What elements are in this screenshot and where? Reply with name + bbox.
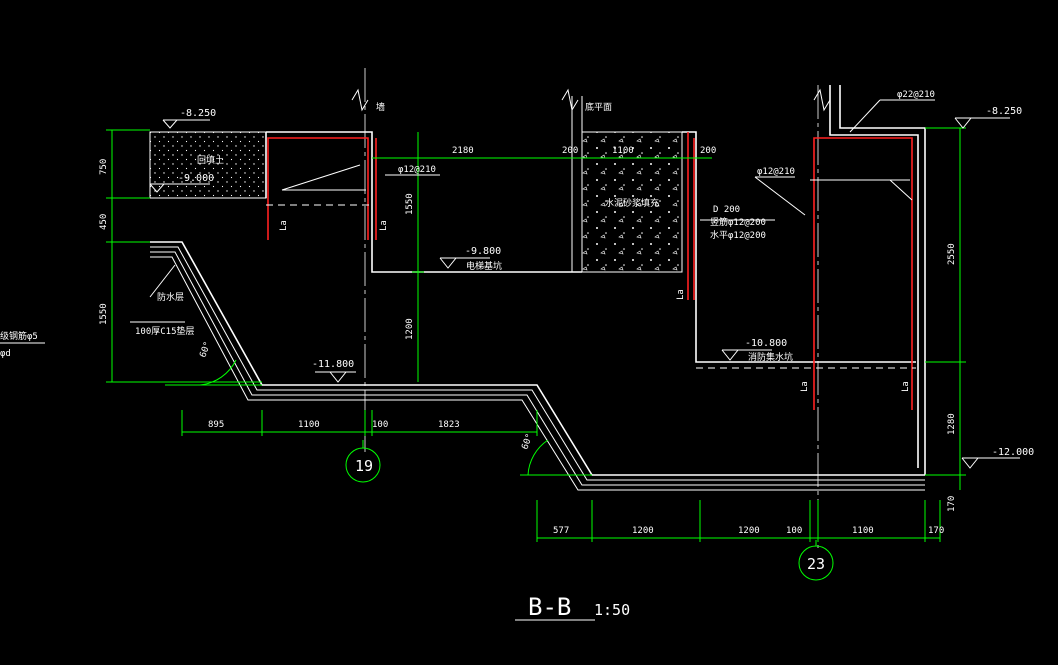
label-partial-left-1: 级钢筋φ5 bbox=[0, 330, 38, 342]
right-wall-inner bbox=[829, 85, 919, 468]
break-symbol-1 bbox=[351, 88, 369, 112]
dim-text-b2-e: 1100 bbox=[852, 526, 874, 536]
label-rebar-2: φ12@210 bbox=[757, 167, 795, 177]
dim-text-b2-f: 170 bbox=[928, 526, 944, 536]
dim-text-left-v2: 450 bbox=[99, 214, 109, 230]
leader-rebar-1 bbox=[281, 164, 361, 191]
dim-text-top-h1: 2180 bbox=[452, 146, 474, 156]
dim-text-b2-d: 100 bbox=[786, 526, 802, 536]
elev-text-sump: -10.800 bbox=[745, 338, 787, 349]
dim-text-b1-b: 1100 bbox=[298, 420, 320, 430]
label-rebar-4a: D 200 bbox=[713, 205, 740, 215]
dim-text-b2-b: 1200 bbox=[632, 526, 654, 536]
label-rebar-1: φ12@210 bbox=[398, 165, 436, 175]
label-sump: 消防集水坑 bbox=[748, 351, 793, 363]
dim-text-top-h3: 1100 bbox=[612, 146, 634, 156]
dim-text-b2-c: 1200 bbox=[738, 526, 760, 536]
label-concrete: 水泥砂浆填充 bbox=[605, 197, 659, 209]
elev-marker-pit bbox=[439, 257, 458, 269]
label-wall-mid: 底平面 bbox=[585, 101, 612, 113]
leader-rebar-2d bbox=[889, 179, 913, 201]
elev-text-br: -12.000 bbox=[992, 447, 1034, 458]
elev-marker-sump bbox=[721, 349, 740, 361]
elev-text-bottom: -11.800 bbox=[312, 359, 354, 370]
label-cushion: 100厚C15垫层 bbox=[135, 325, 195, 337]
break-symbol-2 bbox=[561, 88, 579, 112]
dim-text-top-h4: 200 bbox=[700, 146, 716, 156]
angle-arc-right bbox=[527, 439, 549, 476]
axis-label-19: 19 bbox=[355, 457, 373, 475]
label-partial-left-2: φd bbox=[0, 349, 11, 359]
leader-waterproof bbox=[149, 264, 176, 298]
sump-outline bbox=[682, 131, 916, 363]
leader-rebar-3 bbox=[849, 99, 881, 133]
slab-layer-2 bbox=[150, 246, 925, 481]
elev-marker-tr bbox=[954, 117, 973, 129]
dim-text-b1-a: 895 bbox=[208, 420, 224, 430]
slab-top-line bbox=[150, 241, 925, 476]
axis-label-23: 23 bbox=[807, 555, 825, 573]
label-la-4: La bbox=[800, 381, 810, 392]
elev-text-tr: -8.250 bbox=[986, 106, 1022, 117]
label-waterproof: 防水层 bbox=[157, 291, 184, 303]
label-wall-left: 墙 bbox=[376, 101, 385, 113]
section-title: B-B bbox=[528, 593, 571, 621]
dim-text-mid-v1: 1550 bbox=[405, 193, 415, 215]
slab-layer-3 bbox=[150, 251, 925, 486]
dim-text-left-v1: 750 bbox=[99, 159, 109, 175]
label-la-5: La bbox=[901, 381, 911, 392]
leader-rebar-2 bbox=[754, 176, 806, 216]
rebar-pit-left bbox=[267, 137, 369, 240]
elev-text-backfill: -9.000 bbox=[178, 173, 214, 184]
elev-marker-bottom bbox=[329, 371, 348, 383]
dim-text-top-h2: 200 bbox=[562, 146, 578, 156]
section-scale: 1:50 bbox=[594, 601, 630, 619]
dim-text-right-v2: 1280 bbox=[947, 413, 957, 435]
label-rebar-3: φ22@210 bbox=[897, 90, 935, 100]
label-pit-left: 电梯基坑 bbox=[466, 260, 502, 272]
elev-text-pit: -9.800 bbox=[465, 246, 501, 257]
label-angle-right: 60° bbox=[520, 432, 535, 451]
label-rebar-4c: 水平φ12@200 bbox=[710, 229, 766, 241]
right-wall-outer bbox=[839, 85, 926, 475]
rebar-right-wall bbox=[813, 137, 913, 410]
break-symbol-3 bbox=[813, 88, 831, 112]
concrete-fill-hatch bbox=[581, 131, 683, 273]
dim-text-mid-v2: 1200 bbox=[405, 318, 415, 340]
dim-text-left-v3: 1550 bbox=[99, 303, 109, 325]
dim-text-b2-a: 577 bbox=[553, 526, 569, 536]
label-backfill: 回填土 bbox=[197, 154, 224, 166]
dim-text-b1-c: 100 bbox=[372, 420, 388, 430]
elev-marker-tl bbox=[162, 119, 179, 129]
label-rebar-4b: 竖筋φ12@200 bbox=[710, 216, 766, 228]
dim-text-b1-d: 1823 bbox=[438, 420, 460, 430]
dim-text-right-v1: 2550 bbox=[947, 243, 957, 265]
label-angle-left: 60° bbox=[198, 340, 213, 359]
elev-text-tl: -8.250 bbox=[180, 108, 216, 119]
dim-text-right-v3: 170 bbox=[947, 496, 957, 512]
elev-marker-br bbox=[961, 457, 980, 469]
angle-arc-left bbox=[199, 359, 237, 386]
slab-layer-4 bbox=[150, 256, 925, 491]
pit-left-outline bbox=[266, 131, 582, 273]
label-la-2: La bbox=[379, 220, 389, 231]
label-la-1: La bbox=[279, 220, 289, 231]
label-la-3: La bbox=[676, 289, 686, 300]
